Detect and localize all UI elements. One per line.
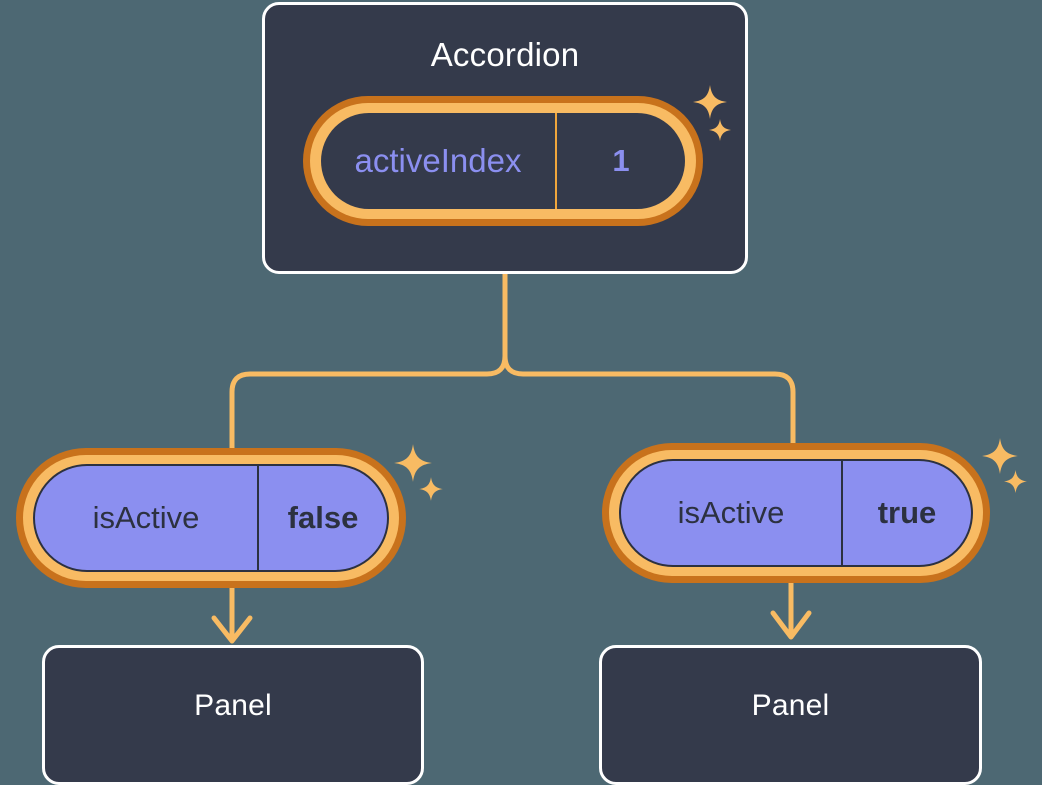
state-pill-activeindex[interactable]: activeIndex 1 [303,96,703,226]
state-pill-value: 1 [612,143,630,178]
prop-pill-key: isActive [35,466,259,570]
panel-component-box-right[interactable]: Panel [599,645,982,785]
pill-body: activeIndex 1 [321,113,685,209]
panel-title: Panel [751,689,830,722]
state-pill-key: activeIndex [321,113,557,209]
prop-pill-key: isActive [621,461,843,565]
pill-body: isActive true [619,459,973,567]
sparkle-icon [418,476,444,502]
prop-pill-isactive-false[interactable]: isActive false [16,448,406,588]
accordion-title: Accordion [430,36,580,73]
prop-pill-value: true [877,495,937,530]
prop-pill-isactive-true[interactable]: isActive true [602,443,990,583]
sparkle-icon [1003,469,1028,494]
panel-title: Panel [194,689,272,722]
panel-component-box-left[interactable]: Panel [42,645,424,785]
pill-body: isActive false [33,464,389,572]
prop-pill-value: false [287,500,359,535]
